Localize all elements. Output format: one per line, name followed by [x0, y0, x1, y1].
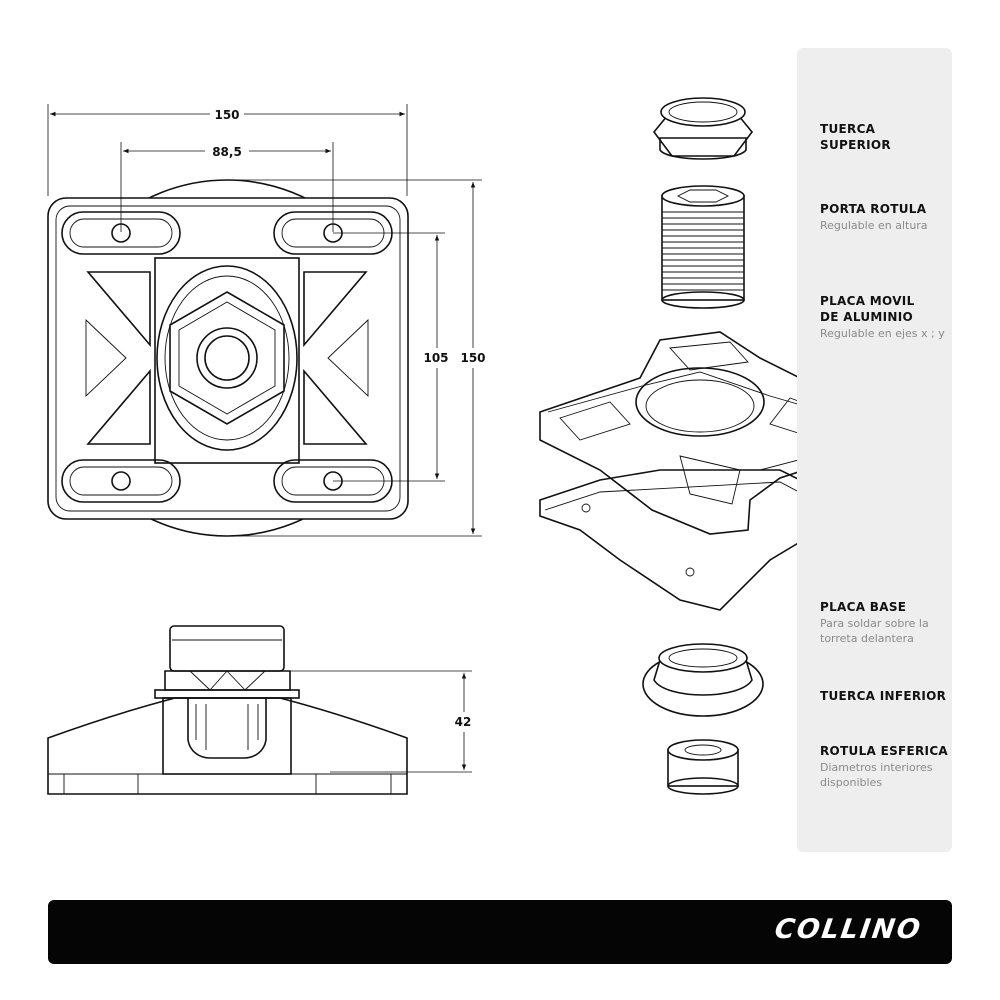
legend-item-bottom-nut: TUERCA INFERIOR	[820, 688, 950, 704]
legend-title: PLACA MOVIL DE ALUMINIO	[820, 294, 915, 324]
top-view-dimensions	[47, 104, 490, 537]
legend-title: PLACA BASE	[820, 600, 907, 614]
legend-title: TUERCA INFERIOR	[820, 689, 947, 703]
dim-overall-height: 150	[460, 351, 485, 365]
ball-joint-part	[667, 739, 739, 795]
dim-hole-spacing-width: 88,5	[212, 145, 242, 159]
dim-overall-width: 150	[214, 108, 239, 122]
legend-panel	[797, 48, 952, 852]
top-view-drawing	[47, 179, 409, 537]
brand-logo: COLLINO	[773, 914, 925, 945]
top-nut-part	[652, 97, 754, 160]
side-view-drawing	[47, 625, 408, 795]
legend-item-top-nut: TUERCA SUPERIOR	[820, 121, 950, 153]
legend-subtitle: Regulable en ejes x ; y	[820, 327, 945, 340]
dim-side-height: 42	[455, 715, 472, 729]
legend-item-ball-holder: PORTA ROTULA Regulable en altura	[820, 201, 950, 233]
legend-subtitle: Para soldar sobre la torreta delantera	[820, 617, 929, 645]
legend-item-mobile-plate: PLACA MOVIL DE ALUMINIO Regulable en eje…	[820, 293, 950, 341]
legend-subtitle: Diametros interiores disponibles	[820, 761, 933, 789]
legend-item-ball-joint: ROTULA ESFERICA Diametros interiores dis…	[820, 743, 950, 790]
dim-hole-spacing-height: 105	[423, 351, 448, 365]
legend-item-base-plate: PLACA BASE Para soldar sobre la torreta …	[820, 599, 950, 646]
legend-subtitle: Regulable en altura	[820, 219, 928, 232]
legend-title: ROTULA ESFERICA	[820, 744, 949, 758]
side-view-dimensions	[227, 670, 478, 773]
legend-title: TUERCA SUPERIOR	[820, 122, 891, 152]
legend-title: PORTA ROTULA	[820, 202, 927, 216]
ball-holder-part	[661, 185, 745, 309]
footer-bar: COLLINO	[48, 900, 952, 964]
exploded-view-drawing	[539, 97, 862, 795]
bottom-nut-part	[642, 643, 764, 717]
